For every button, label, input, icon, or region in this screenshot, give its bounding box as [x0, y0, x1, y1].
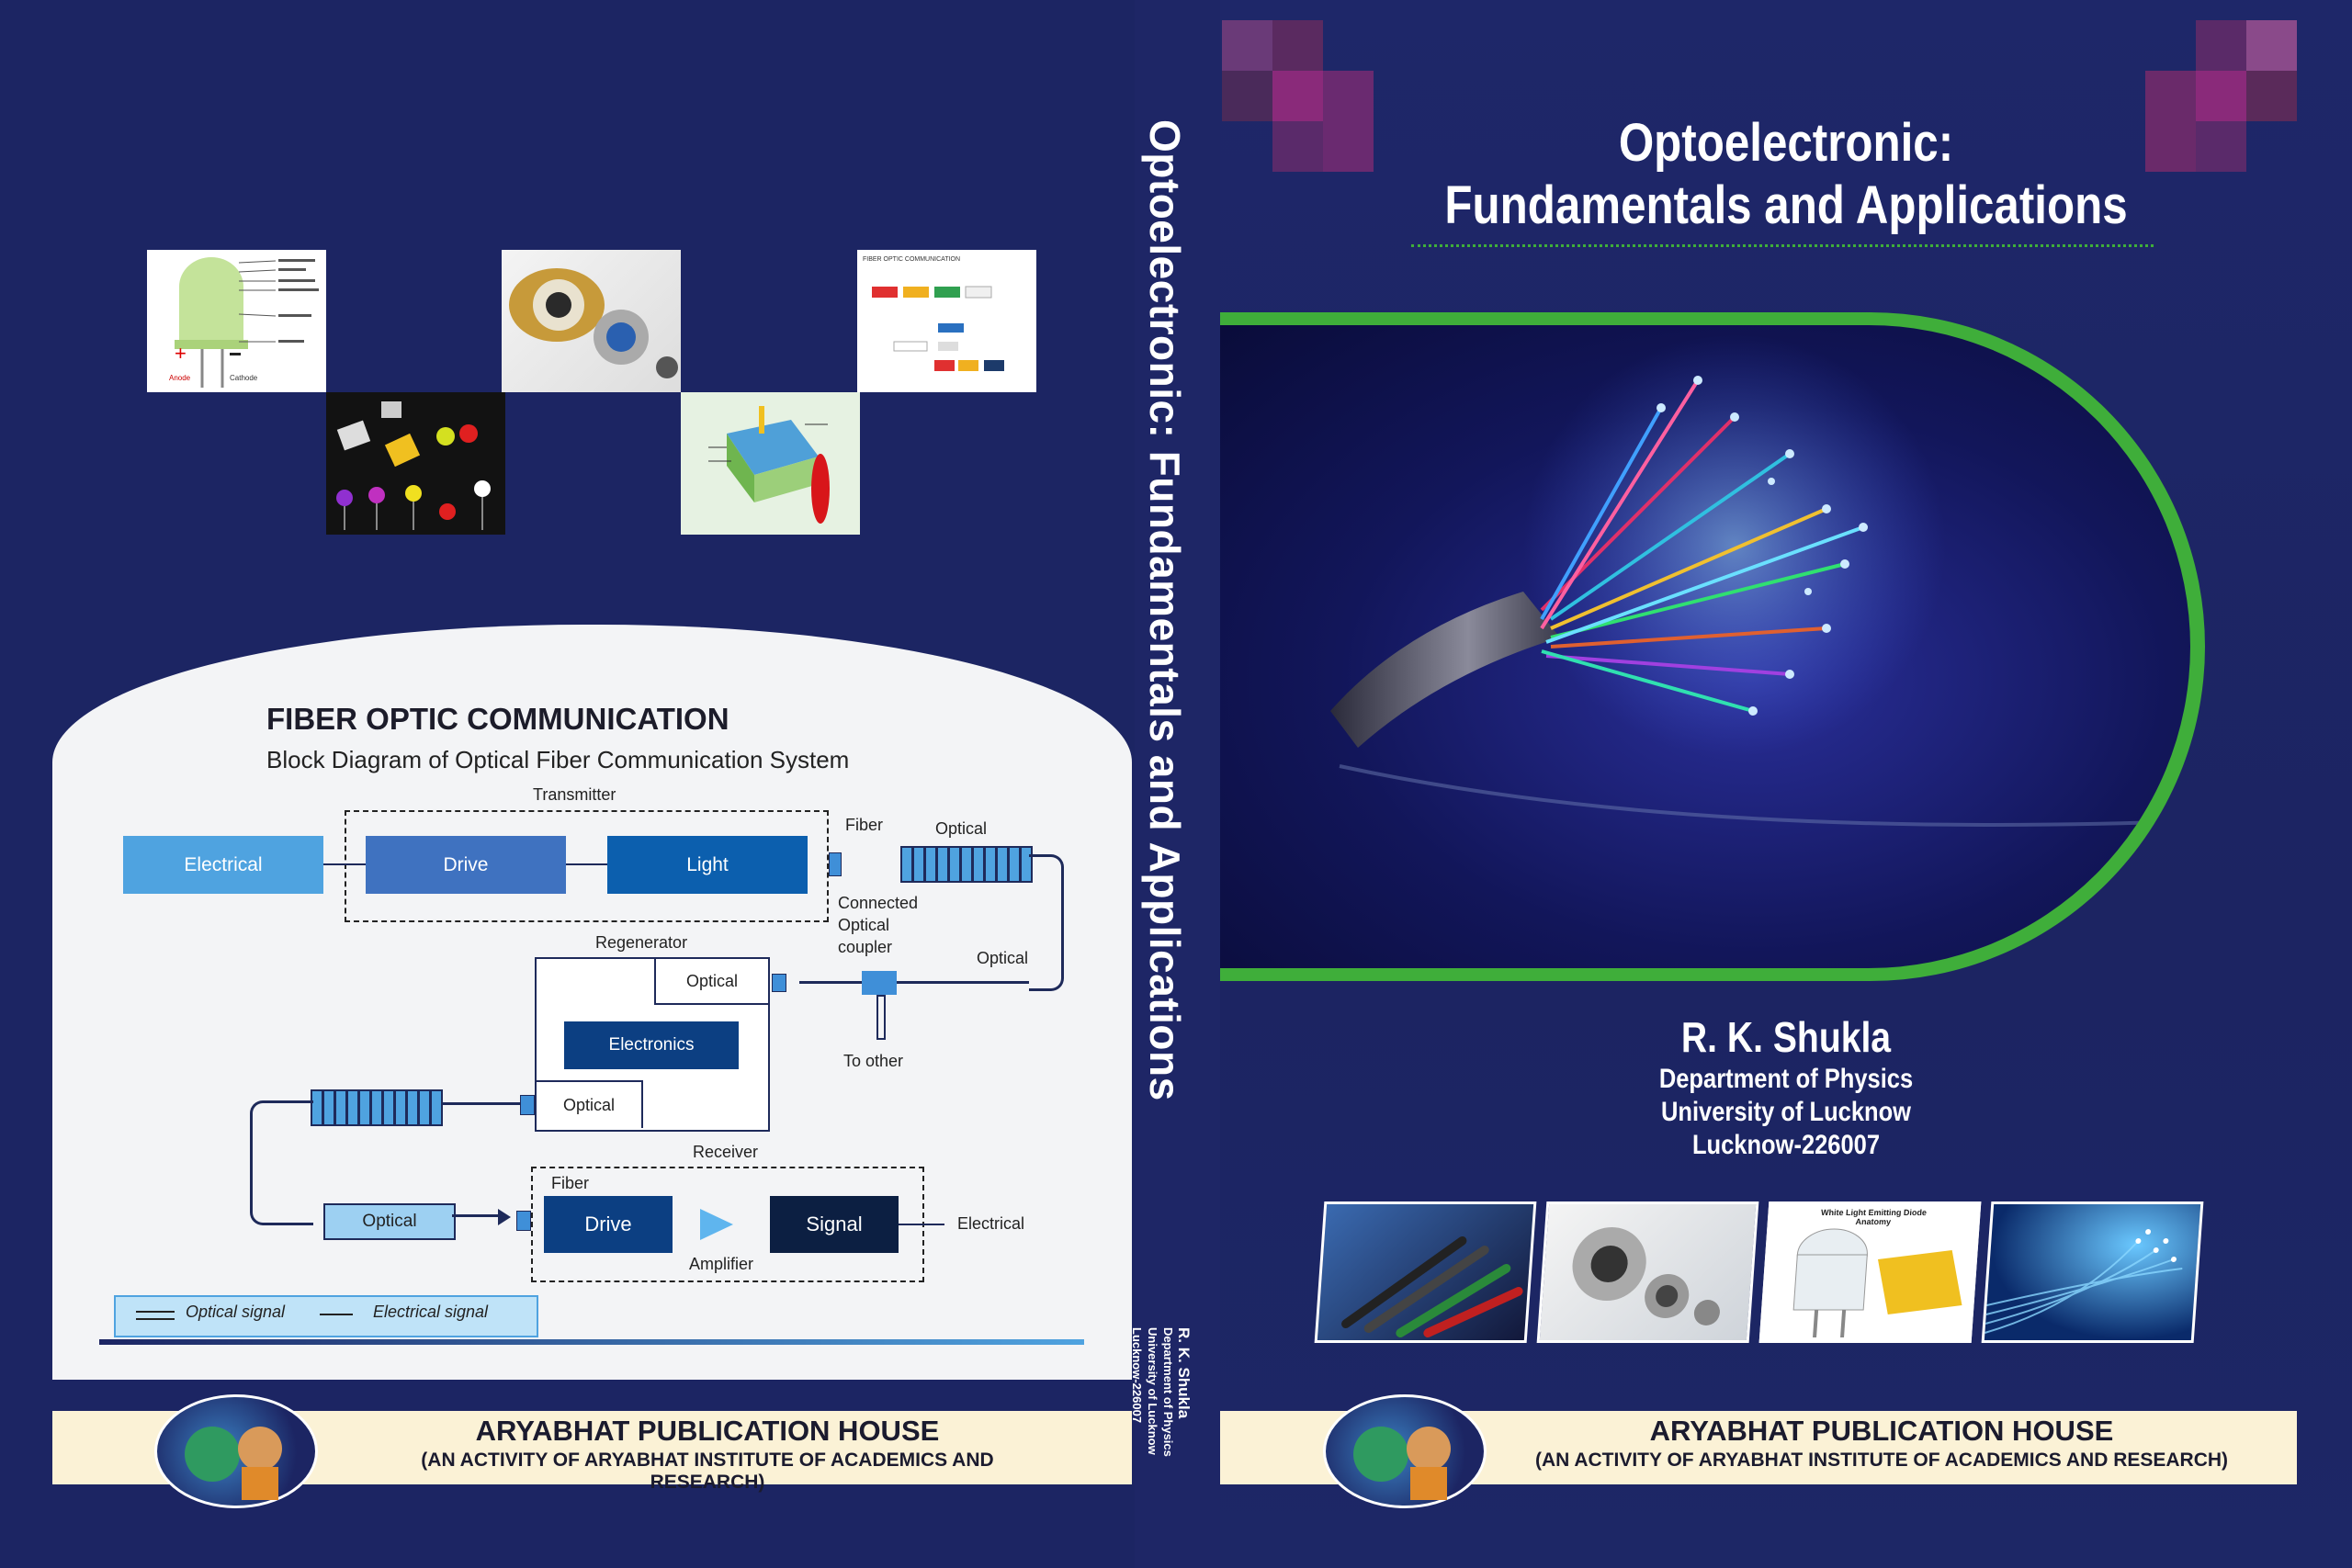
electronics-block: Electronics	[564, 1021, 739, 1069]
regenerator-label: Regenerator	[595, 933, 688, 952]
optical-label-top: Optical	[935, 819, 988, 838]
fiber-loop-right	[1029, 854, 1064, 991]
coupler-connector	[829, 852, 842, 876]
front-publisher-tagline: (AN ACTIVITY OF ARYABHAT INSTITUTE OF AC…	[1534, 1450, 2229, 1471]
diagram-title: FIBER OPTIC COMMUNICATION	[266, 702, 729, 736]
laser-diode-thumbnail	[502, 250, 681, 392]
svg-text:+: +	[175, 342, 187, 365]
to-other-label: To other	[843, 1052, 904, 1070]
receiver-fiber-line	[452, 1214, 498, 1217]
amplifier-triangle	[700, 1209, 733, 1240]
splitter-down-arrow	[876, 995, 886, 1040]
regenerator-optical-out: Optical	[537, 1080, 643, 1128]
transmitter-label: Transmitter	[533, 785, 616, 804]
output-electrical-line	[899, 1224, 944, 1225]
cathode-label: Cathode	[230, 374, 258, 382]
diagram-legend	[114, 1295, 538, 1337]
coupler-label: Connected Optical coupler	[838, 892, 918, 958]
front-univ: University of Lucknow	[1660, 1097, 1912, 1127]
diagram-subtitle: Block Diagram of Optical Fiber Communica…	[266, 746, 850, 773]
signal-block: Signal	[770, 1196, 899, 1253]
receiver-optical-block: Optical	[323, 1203, 456, 1240]
receiver-fiber-label: Fiber	[551, 1174, 590, 1192]
connected-text: Connected	[838, 894, 919, 912]
fiber-label-top: Fiber	[845, 816, 884, 834]
optical-fiber-coil-left	[311, 1089, 443, 1126]
regenerator-optical-in: Optical	[654, 959, 768, 1005]
back-cover: + Anode Cathode	[0, 0, 1135, 1568]
laser-diode-front-thumbnail	[1536, 1201, 1759, 1343]
front-publisher-name: ARYABHAT PUBLICATION HOUSE	[1649, 1415, 2114, 1447]
fiber-loop-left	[250, 1100, 313, 1225]
spine: Optoelectronic: Fundamentals and Applica…	[1130, 0, 1220, 1568]
regenerator-connector	[772, 974, 786, 992]
anode-label: Anode	[169, 374, 191, 382]
spine-dept: Department of Physics	[1161, 1327, 1175, 1457]
front-author-name: R. K. Shukla	[1680, 1013, 1892, 1061]
splitter-block	[862, 971, 897, 995]
front-publisher-logo	[1323, 1394, 1487, 1508]
front-title-line1: Optoelectronic:	[1618, 113, 1954, 173]
regenerator-out-connector	[520, 1095, 535, 1115]
receiver-connector	[516, 1211, 531, 1231]
front-city: Lucknow-226007	[1691, 1130, 1881, 1160]
arrow-drive-light	[566, 863, 607, 865]
front-title-line2: Fundamentals and Applications	[1444, 175, 2128, 235]
spine-author-name: R. K. Shukla	[1175, 1327, 1193, 1419]
receiver-label: Receiver	[693, 1143, 759, 1161]
amplifier-label: Amplifier	[689, 1255, 754, 1273]
front-cover: Optoelectronic: Fundamentals and Applica…	[1220, 0, 2352, 1568]
white-led-anatomy-thumbnail: White Light Emitting Diode Anatomy	[1758, 1201, 1982, 1343]
electrical-output-label: Electrical	[957, 1214, 1025, 1233]
white-led-title2: Anatomy	[1855, 1217, 1891, 1226]
laser-structure-thumbnail	[681, 392, 860, 535]
light-block: Light	[607, 836, 808, 894]
leds-photo-thumbnail	[326, 392, 505, 535]
optical-label-right: Optical	[977, 949, 1029, 967]
legend-optical-symbol	[136, 1311, 175, 1320]
spine-title: Optoelectronic: Fundamentals and Applica…	[1141, 119, 1189, 1101]
transmitter-box	[345, 810, 829, 922]
led-diagram-thumbnail: + Anode Cathode	[147, 250, 326, 392]
spine-univ: University of Lucknow	[1146, 1327, 1159, 1455]
back-publisher-tagline: (AN ACTIVITY OF ARYABHAT INSTITUTE OF AC…	[421, 1450, 994, 1493]
fiber-thumb-title: FIBER OPTIC COMMUNICATION	[863, 256, 960, 263]
receiver-drive-block: Drive	[544, 1196, 673, 1253]
legend-electrical-label: Electrical signal	[373, 1303, 489, 1321]
electrical-input-block: Electrical	[123, 836, 323, 894]
back-publisher-logo	[154, 1394, 318, 1508]
fiber-comm-thumbnail: FIBER OPTIC COMMUNICATION	[857, 250, 1036, 392]
arrow-electrical-drive	[323, 863, 366, 865]
coupler-text: coupler	[838, 938, 893, 956]
optical-coupler-text: Optical	[838, 916, 890, 934]
back-publisher-name: ARYABHAT PUBLICATION HOUSE	[475, 1415, 940, 1447]
fiber-link-regen	[441, 1102, 520, 1105]
spine-city: Lucknow-226007	[1130, 1327, 1144, 1424]
drive-block: Drive	[366, 836, 566, 894]
cable-photo-thumbnail	[1314, 1201, 1537, 1343]
fiber-strands-thumbnail	[1981, 1201, 2204, 1343]
receiver-arrow-head	[498, 1209, 511, 1225]
white-led-title1: White Light Emitting Diode	[1821, 1208, 1928, 1217]
fiber-return-line	[799, 981, 1029, 984]
legend-optical-label: Optical signal	[186, 1303, 286, 1321]
diagram-underline	[99, 1339, 1084, 1345]
legend-electrical-symbol	[320, 1314, 353, 1315]
front-dept: Department of Physics	[1658, 1064, 1914, 1094]
spine-author-block: R. K. Shukla Department of Physics Unive…	[1129, 1327, 1193, 1457]
title-underline	[1411, 244, 2154, 247]
fiber-cable-hero-image	[1220, 325, 2190, 968]
optical-fiber-coil-top	[900, 846, 1033, 883]
